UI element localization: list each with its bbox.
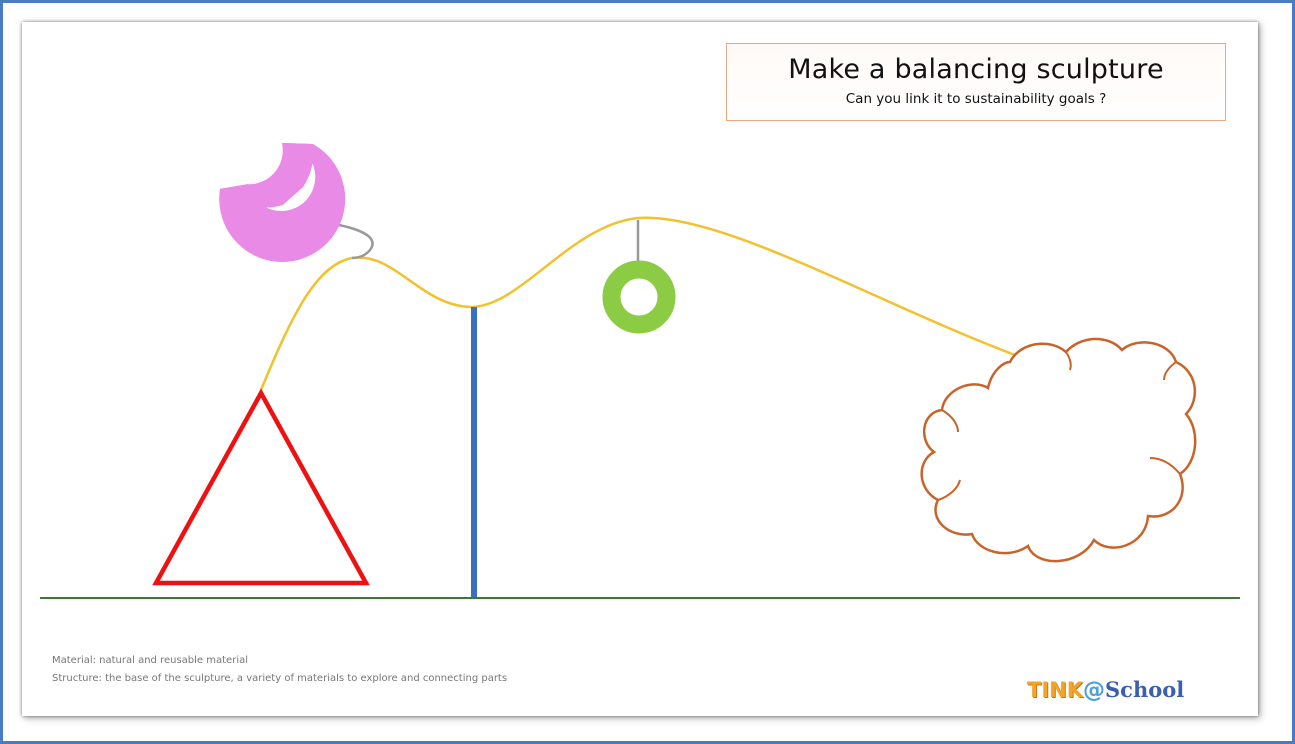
cloud-fold [937,479,961,501]
tink-at-school-logo: TINK@School [1027,677,1184,703]
cloud-fold [1149,457,1181,475]
cloud-shape [920,337,1197,563]
logo-school: School [1105,677,1185,702]
slide-canvas [22,22,1258,716]
wire-line [259,216,1016,391]
slide-title: Make a balancing sculpture [788,54,1164,85]
structure-note: Structure: the base of the sculpture, a … [52,673,508,684]
triangle-shape [152,388,370,586]
cloud-fold [1163,361,1177,381]
ring-shape [602,260,676,334]
slide-subtitle: Can you link it to sustainability goals … [845,91,1107,107]
logo-tink: TINK [1027,678,1083,702]
logo-at: @ [1083,678,1105,703]
half-ring-shape-body [219,143,346,262]
title-box: Make a balancing sculpture Can you link … [726,43,1226,121]
cloud-fold [941,409,959,433]
cloud-fold [1065,351,1072,371]
footer-notes: Material: natural and reusable material … [52,652,507,688]
material-note: Material: natural and reusable material [52,655,249,666]
